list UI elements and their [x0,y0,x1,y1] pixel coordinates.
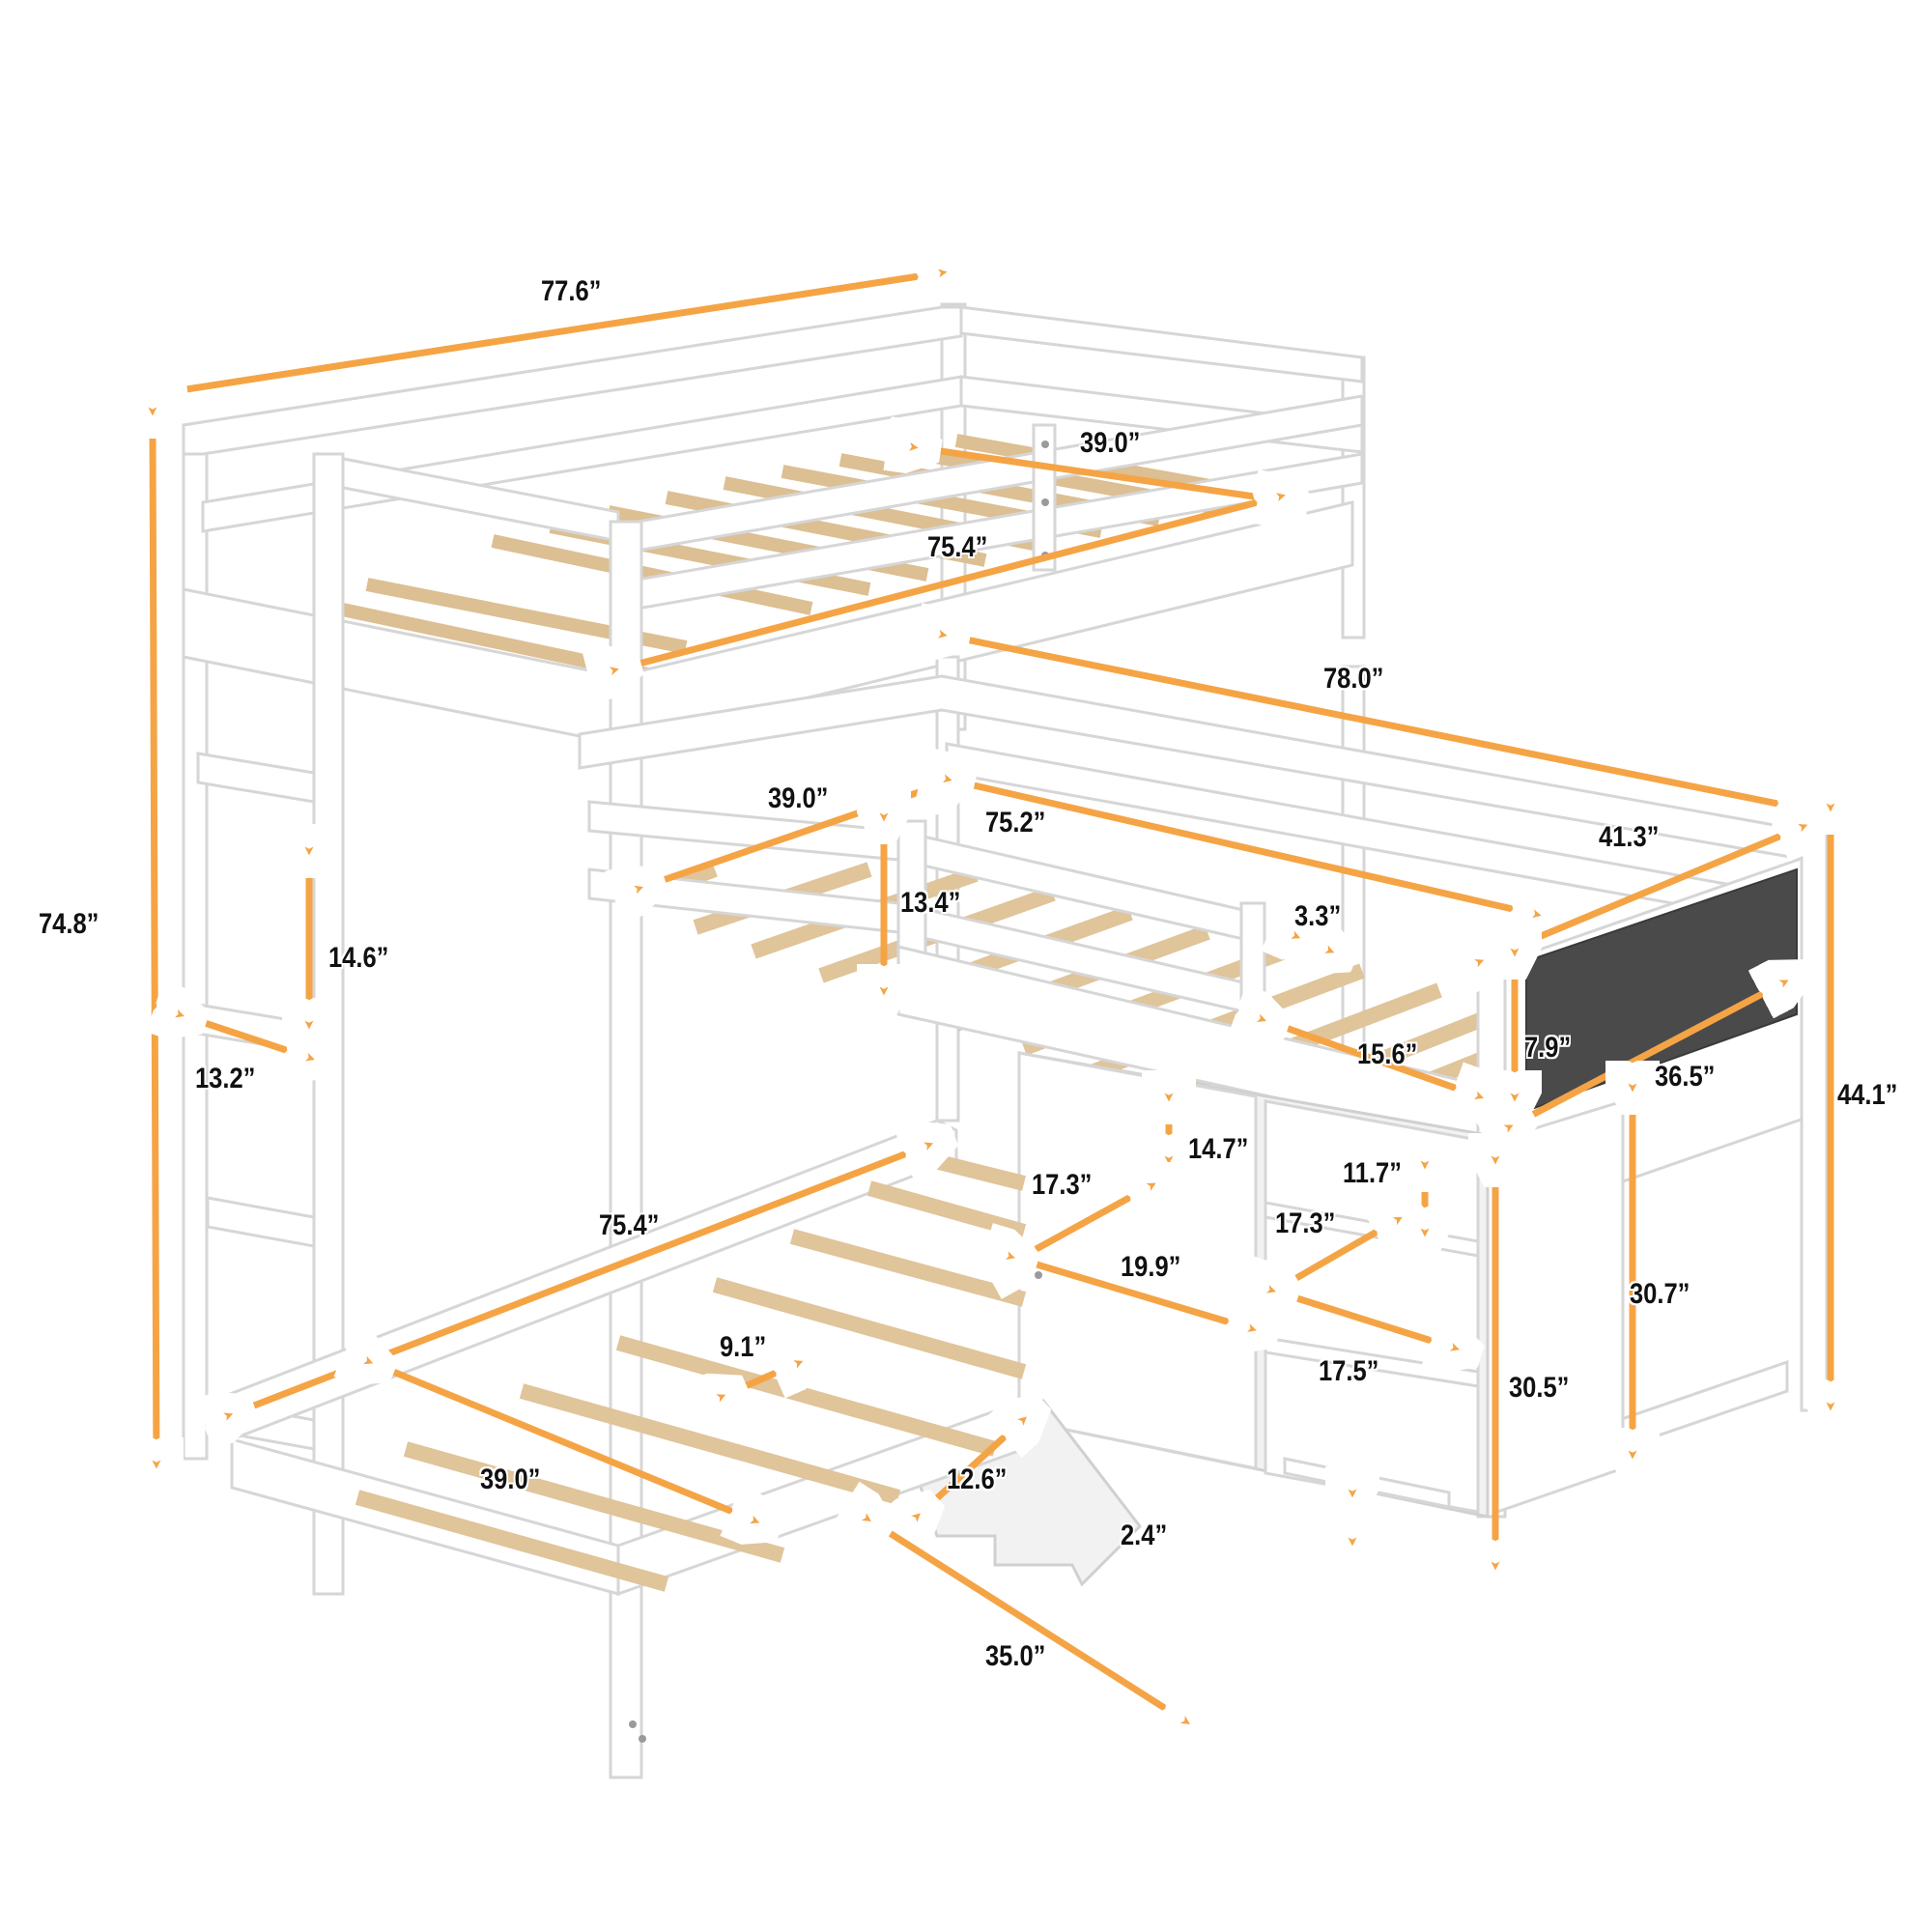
dim-chalkboard-height: 7.9” [1524,1032,1572,1064]
dim-cabinet-top-gap: 14.7” [1188,1133,1249,1165]
dim-cabinet-left-width: 19.9” [1121,1251,1181,1283]
dim-cabinet-shelf-height: 11.7” [1343,1157,1402,1189]
dimension-arrows [153,270,1831,1729]
dim-top-bunk-mattress-length: 75.4” [927,531,988,563]
dim-guardrail-height: 13.4” [900,887,961,919]
dim-middle-bunk-length-overall: 78.0” [1323,663,1384,695]
dim-overall-height: 74.8” [39,908,99,940]
dim-middle-bunk-width: 39.0” [768,782,829,814]
dim-guardrail-opening: 15.6” [1357,1038,1418,1070]
dim-slat-gap: 3.3” [1294,900,1342,932]
dim-cabinet-right-width: 17.5” [1319,1355,1379,1387]
dim-cabinet-depth-right: 17.3” [1275,1208,1336,1239]
dim-middle-bunk-end-width: 41.3” [1599,821,1660,853]
dim-ladder-step-spacing: 14.6” [328,942,389,974]
dim-cabinet-overall-width: 35.0” [985,1640,1046,1672]
dim-top-bunk-width: 39.0” [1080,427,1141,459]
dim-cabinet-height-side: 30.7” [1630,1278,1690,1310]
dim-cabinet-bottom-gap: 2.4” [1121,1520,1168,1551]
dim-cabinet-height-front: 30.5” [1509,1372,1570,1404]
dim-top-bunk-length-overall: 77.6” [541,275,602,307]
storage-cabinet [916,1051,1625,1587]
dim-bottom-bunk-mattress-length: 75.4” [599,1209,660,1241]
dim-ladder-width: 13.2” [195,1063,256,1094]
dim-chalkboard-width: 36.5” [1655,1061,1716,1093]
dim-cabinet-step-depth: 12.6” [947,1463,1008,1495]
dim-middle-bunk-mattress-length: 75.2” [985,807,1046,838]
dim-bottom-bunk-width: 39.0” [480,1463,541,1495]
dim-bottom-bunk-slat-gap: 9.1” [720,1331,767,1363]
dim-middle-bunk-height: 44.1” [1837,1079,1898,1111]
dim-cabinet-depth-left: 17.3” [1032,1169,1093,1201]
